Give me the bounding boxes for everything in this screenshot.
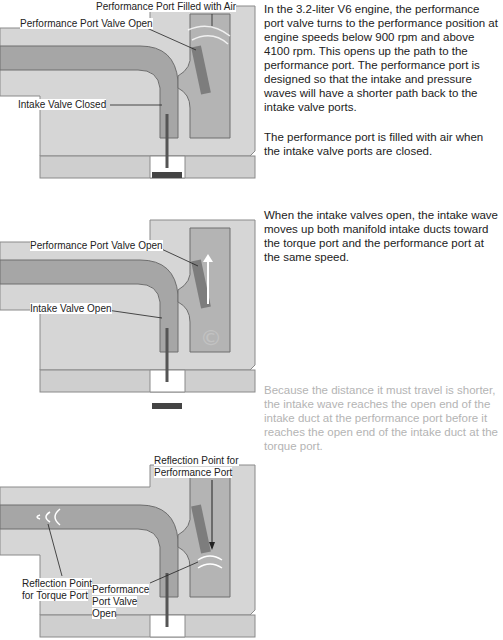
manifold-section xyxy=(0,6,255,178)
callout-label: Performance Port Valve Open xyxy=(30,240,180,252)
svg-text:©: © xyxy=(200,325,222,350)
callout-label: Intake Valve Open xyxy=(30,303,120,315)
callout-label: Performance Port Valve Open xyxy=(20,18,170,30)
callout-label: Intake Valve Closed xyxy=(18,99,113,111)
callout-label: Performance Port Valve Open xyxy=(92,584,162,620)
callout-label: Performance Port Filled with Air xyxy=(96,1,266,13)
manifold-section xyxy=(0,465,255,637)
body-text: In the 3.2-liter V6 engine, the performa… xyxy=(264,2,500,114)
manifold-section xyxy=(0,220,255,392)
body-text: Because the distance it must travel is s… xyxy=(264,383,500,453)
callout-label: Reflection Point for Performance Port xyxy=(154,455,264,479)
body-text: When the intake valves open, the intake … xyxy=(264,208,500,264)
callout-label: Reflection Point for Torque Port xyxy=(22,578,102,602)
body-text: The performance port is filled with air … xyxy=(264,130,500,158)
